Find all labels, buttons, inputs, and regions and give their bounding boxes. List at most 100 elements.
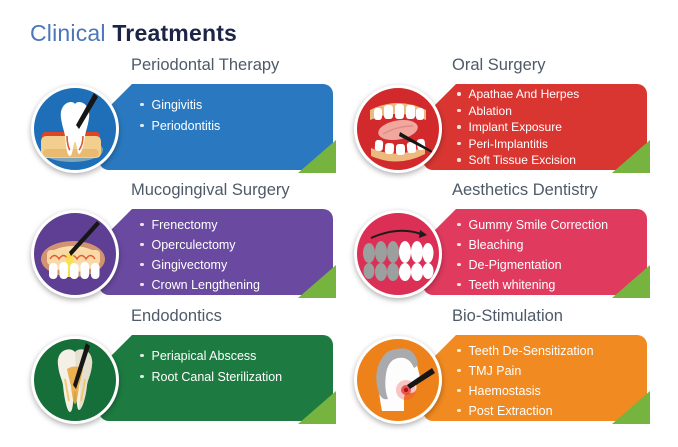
bullet-dot xyxy=(140,353,144,358)
card-body: Periapical Abscess Root Canal Sterilizat… xyxy=(99,335,336,424)
card-endodontics: Endodontics Periapical Abscess Root Cana… xyxy=(0,307,678,425)
card-body: Teeth De-Sensitization TMJ Pain Haemosta… xyxy=(423,335,650,424)
list-item-label: Gummy Smile Correction xyxy=(468,218,609,232)
card-title: Oral Surgery xyxy=(452,56,546,74)
list-item-label: TMJ Pain xyxy=(468,364,522,378)
page-title-light: Clinical xyxy=(30,20,106,46)
card-item-list: Gingivitis Periodontitis xyxy=(99,84,333,137)
card-item-list: Gummy Smile Correction Bleaching De-Pigm… xyxy=(423,209,647,295)
bullet-dot xyxy=(457,242,461,247)
list-item: Crown Lengthening xyxy=(140,275,325,295)
card-title: Mucogingival Surgery xyxy=(131,181,290,199)
list-item-label: Gingivitis xyxy=(151,98,203,112)
card-body: Gummy Smile Correction Bleaching De-Pigm… xyxy=(423,209,650,298)
gum-laser-icon xyxy=(31,210,119,298)
bullet-dot xyxy=(140,242,144,247)
list-item: Haemostasis xyxy=(457,381,639,401)
bullet-dot xyxy=(457,92,461,96)
card-periodontal-therapy: Periodontal Therapy Gingivitis Periodont… xyxy=(0,56,678,174)
list-item-label: Post Extraction xyxy=(468,404,553,418)
list-item-label: Gingivectomy xyxy=(151,258,228,272)
corner-triangle xyxy=(612,391,650,424)
list-item-label: Root Canal Sterilization xyxy=(151,370,283,384)
list-item: Soft Tissue Excision xyxy=(457,152,639,169)
corner-triangle xyxy=(298,140,336,173)
list-item: Root Canal Sterilization xyxy=(140,367,325,388)
list-item-label: Teeth De-Sensitization xyxy=(468,344,594,358)
corner-triangle xyxy=(298,391,336,424)
bullet-dot xyxy=(140,262,144,267)
list-item-label: Operculectomy xyxy=(151,238,236,252)
list-item-label: Frenectomy xyxy=(151,218,218,232)
card-title: Periodontal Therapy xyxy=(131,56,280,74)
bullet-dot xyxy=(457,348,461,353)
bullet-dot xyxy=(457,388,461,393)
list-item-label: Implant Exposure xyxy=(468,120,562,134)
card-title: Endodontics xyxy=(131,307,222,325)
list-item-label: Teeth whitening xyxy=(468,278,556,292)
corner-triangle xyxy=(298,265,336,298)
list-item: Implant Exposure xyxy=(457,119,639,136)
bullet-dot xyxy=(457,222,461,227)
list-item: Teeth De-Sensitization xyxy=(457,341,639,361)
card-oral-surgery: Oral Surgery Apathae And Herpes Ablation… xyxy=(0,56,678,174)
list-item-label: Periodontitis xyxy=(151,119,221,133)
card-body: Gingivitis Periodontitis xyxy=(99,84,336,173)
list-item: Periodontitis xyxy=(140,116,325,137)
list-item: Gingivitis xyxy=(140,95,325,116)
list-item-label: Crown Lengthening xyxy=(151,278,260,292)
list-item: Gingivectomy xyxy=(140,255,325,275)
list-item: Frenectomy xyxy=(140,215,325,235)
bullet-dot xyxy=(140,102,144,107)
tooth-in-gum-probe-icon xyxy=(31,85,119,173)
card-title: Bio-Stimulation xyxy=(452,307,563,325)
list-item: Apathae And Herpes xyxy=(457,86,639,103)
list-item-label: Soft Tissue Excision xyxy=(468,153,576,167)
card-bio-stimulation: Bio-Stimulation Teeth De-Sensitization T… xyxy=(0,307,678,425)
list-item: Peri-Implantitis xyxy=(457,136,639,153)
bullet-dot xyxy=(457,108,461,113)
bullet-dot xyxy=(140,123,144,128)
card-item-list: Periapical Abscess Root Canal Sterilizat… xyxy=(99,335,333,388)
list-item: TMJ Pain xyxy=(457,361,639,381)
list-item: Gummy Smile Correction xyxy=(457,215,639,235)
list-item: De-Pigmentation xyxy=(457,255,639,275)
card-title: Aesthetics Dentistry xyxy=(452,181,598,199)
corner-triangle xyxy=(612,140,650,173)
list-item-label: Bleaching xyxy=(468,238,524,252)
bullet-dot xyxy=(140,374,144,379)
list-item: Bleaching xyxy=(457,235,639,255)
card-body: Apathae And Herpes Ablation Implant Expo… xyxy=(423,84,650,173)
list-item-label: Peri-Implantitis xyxy=(468,136,548,151)
open-mouth-probe-icon xyxy=(354,85,442,173)
bullet-dot xyxy=(457,262,461,267)
list-item: Teeth whitening xyxy=(457,275,639,295)
bullet-dot xyxy=(457,141,461,146)
card-item-list: Frenectomy Operculectomy Gingivectomy Cr… xyxy=(99,209,333,295)
root-canal-file-icon xyxy=(31,336,119,424)
list-item-label: Haemostasis xyxy=(468,384,541,398)
card-aesthetics-dentistry: Aesthetics Dentistry Gummy Smile Correct… xyxy=(0,181,678,299)
list-item-label: Apathae And Herpes xyxy=(468,87,580,101)
corner-triangle xyxy=(612,265,650,298)
bullet-dot xyxy=(457,408,461,413)
list-item: Post Extraction xyxy=(457,401,639,421)
bullet-dot xyxy=(140,282,144,287)
bullet-dot xyxy=(457,158,461,162)
teeth-whitening-arrow-icon xyxy=(354,210,442,298)
list-item-label: Ablation xyxy=(468,103,512,118)
card-mucogingival-surgery: Mucogingival Surgery Frenectomy Opercule… xyxy=(0,181,678,299)
list-item-label: De-Pigmentation xyxy=(468,258,562,272)
bullet-dot xyxy=(457,125,461,129)
card-item-list: Apathae And Herpes Ablation Implant Expo… xyxy=(423,84,647,169)
card-body: Frenectomy Operculectomy Gingivectomy Cr… xyxy=(99,209,336,298)
list-item: Ablation xyxy=(457,103,639,120)
page-title: Clinical Treatments xyxy=(30,20,237,47)
bullet-dot xyxy=(457,282,461,287)
list-item: Operculectomy xyxy=(140,235,325,255)
head-profile-laser-icon xyxy=(354,336,442,424)
list-item: Periapical Abscess xyxy=(140,346,325,367)
list-item-label: Periapical Abscess xyxy=(151,349,257,363)
bullet-dot xyxy=(457,368,461,373)
